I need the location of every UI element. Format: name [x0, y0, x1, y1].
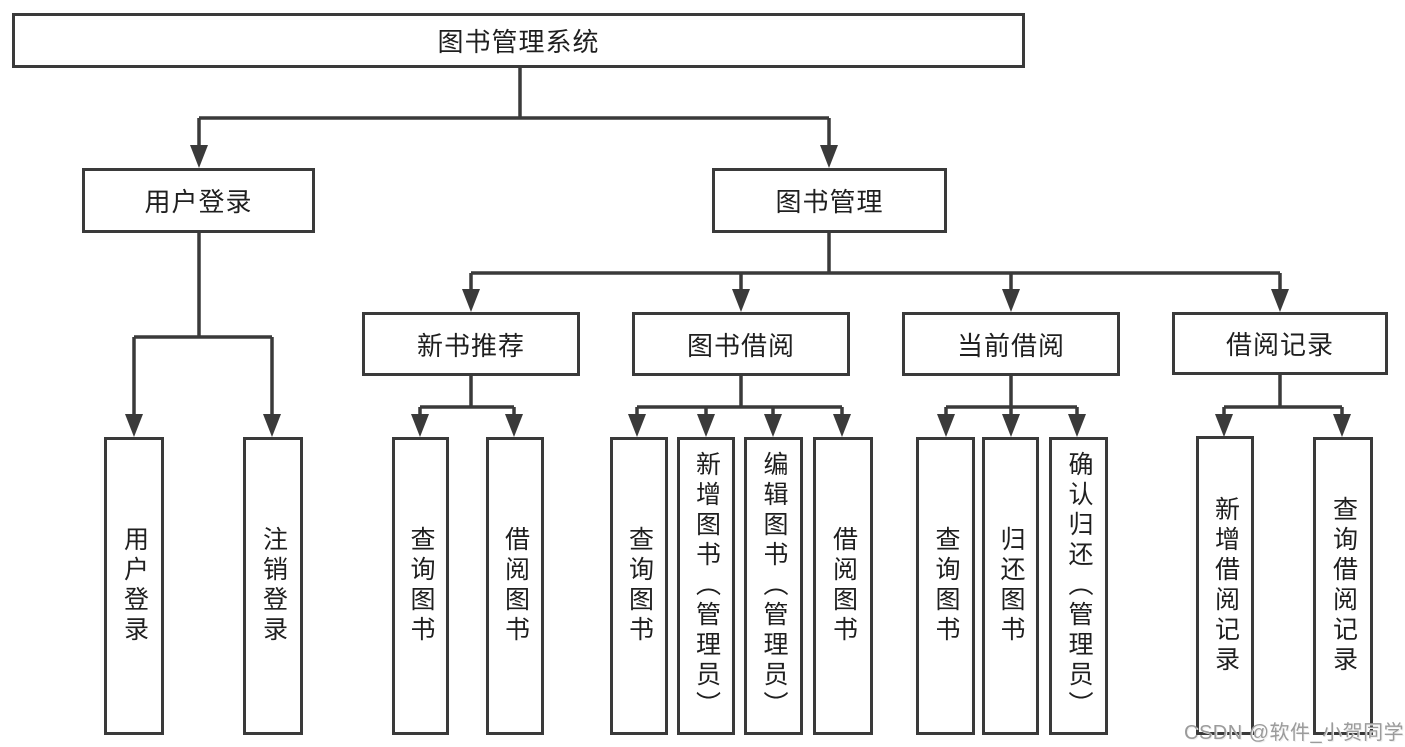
csdn-watermark: CSDN @软件_小贺同学 — [1184, 722, 1405, 744]
leaf-edit-book-admin: 编辑图书（管理员） — [744, 437, 803, 735]
leaf-return-book: 归还图书 — [982, 437, 1039, 735]
leaf-query-book-3: 查询图书 — [916, 437, 975, 735]
leaf-add-book-admin: 新增图书（管理员） — [677, 437, 735, 735]
leaf-logout: 注销登录 — [243, 437, 303, 735]
node-new-book-recommend: 新书推荐 — [362, 312, 580, 376]
node-user-login: 用户登录 — [82, 168, 315, 233]
leaf-user-login: 用户登录 — [104, 437, 164, 735]
leaf-borrow-book-2: 借阅图书 — [813, 437, 873, 735]
node-library-system: 图书管理系统 — [12, 13, 1025, 68]
leaf-query-book-2: 查询图书 — [610, 437, 668, 735]
leaf-confirm-return-admin: 确认归还（管理员） — [1049, 437, 1108, 735]
node-current-borrowing: 当前借阅 — [902, 312, 1120, 376]
node-borrow-records: 借阅记录 — [1172, 312, 1388, 375]
leaf-query-borrow-record: 查询借阅记录 — [1313, 437, 1373, 735]
leaf-add-borrow-record: 新增借阅记录 — [1196, 436, 1254, 735]
node-book-borrowing: 图书借阅 — [632, 312, 850, 376]
leaf-query-book-1: 查询图书 — [392, 437, 449, 735]
leaf-borrow-book-1: 借阅图书 — [486, 437, 544, 735]
node-book-management: 图书管理 — [712, 168, 947, 233]
